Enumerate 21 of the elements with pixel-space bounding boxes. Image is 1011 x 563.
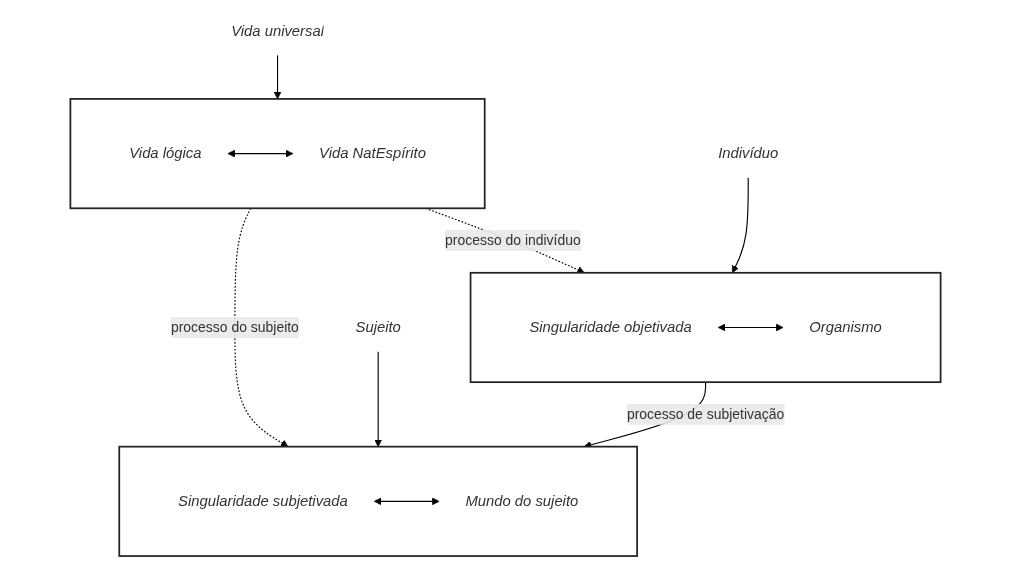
node-text: Singularidade subjetivada bbox=[178, 492, 348, 510]
node-text: Organismo bbox=[809, 318, 882, 336]
arrow bbox=[717, 323, 784, 332]
edge-label: processo do subjeito bbox=[170, 319, 299, 335]
node-text: Vida universal bbox=[231, 22, 324, 40]
arrow bbox=[732, 177, 749, 274]
cluster bbox=[469, 271, 942, 384]
node-text: Vida lógica bbox=[129, 145, 202, 162]
node-text: Vida NatEspírito bbox=[319, 145, 426, 162]
cluster bbox=[118, 445, 638, 557]
node-text: Singularidade objetivada bbox=[529, 318, 692, 336]
arrow bbox=[227, 149, 294, 158]
arrow bbox=[273, 54, 282, 100]
cluster bbox=[69, 98, 486, 210]
edge-label: processo do indivíduo bbox=[445, 232, 581, 248]
node-text: Sujeito bbox=[355, 318, 401, 336]
arrow bbox=[373, 497, 440, 506]
node-text: Mundo do sujeito bbox=[465, 492, 579, 510]
edge-label: processo de subjetivação bbox=[626, 406, 785, 422]
node-text: Indivíduo bbox=[718, 145, 779, 162]
arrow bbox=[374, 351, 382, 447]
